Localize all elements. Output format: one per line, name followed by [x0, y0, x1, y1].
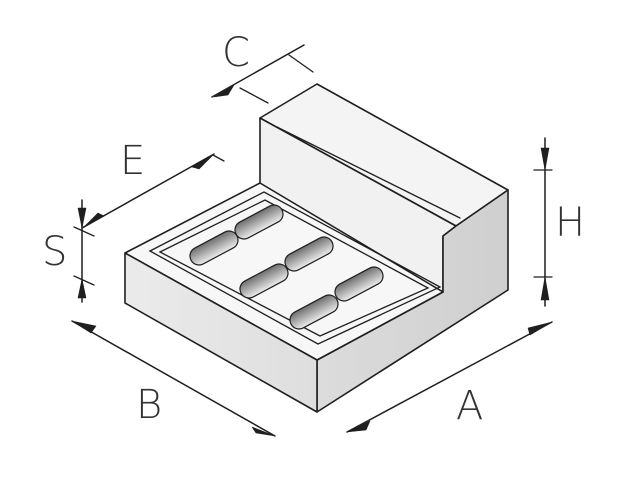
- dimension-c: C: [211, 30, 314, 104]
- dimension-b: B: [71, 320, 276, 437]
- dim-b-line: [71, 320, 276, 437]
- slot-5: [334, 266, 384, 302]
- dim-h-arrow-bottom: [540, 276, 550, 301]
- dim-h-label: H: [555, 200, 585, 246]
- dim-s-extension-top: [73, 226, 95, 237]
- tray-inner-outline: [158, 199, 430, 337]
- slot-6: [289, 294, 339, 330]
- dim-c-arrow-right: [281, 45, 304, 58]
- dim-e-arrow-bottom: [82, 212, 105, 229]
- slot-3: [284, 236, 334, 272]
- slot-4: [239, 263, 289, 299]
- dim-c-extension-left: [239, 87, 269, 104]
- base-front-face: [124, 252, 318, 413]
- dimension-a: A: [346, 321, 553, 433]
- dim-a-arrow-left: [346, 420, 371, 433]
- dim-b-label: B: [136, 382, 162, 428]
- dim-c-extension-right: [288, 54, 314, 73]
- dim-s-arrow-top: [77, 207, 87, 229]
- dim-a-label: A: [456, 383, 483, 429]
- dim-b-arrow-right: [251, 426, 276, 437]
- dim-e-extension: [212, 154, 225, 162]
- slot-2: [189, 230, 239, 266]
- dim-c-arrow-left: [213, 84, 235, 98]
- dim-b-arrow-left: [71, 320, 97, 334]
- dim-e-label: E: [120, 138, 145, 184]
- dim-a-line: [346, 321, 553, 433]
- drain-slots: [189, 204, 384, 330]
- dim-a-arrow-right: [527, 321, 553, 336]
- dim-c-label: C: [222, 30, 250, 76]
- dimension-e: E: [81, 138, 225, 229]
- wall-top-edge: [276, 126, 461, 219]
- dim-h-arrow-top: [540, 147, 550, 171]
- dim-e-arrow-top: [191, 153, 215, 170]
- dim-s-extension-bottom: [73, 275, 95, 286]
- dimension-s: S: [42, 199, 95, 303]
- dimension-h: H: [533, 137, 585, 307]
- tray-outer-outline: [148, 191, 442, 345]
- dim-s-arrow-bottom: [77, 278, 87, 299]
- dim-s-label: S: [42, 229, 67, 275]
